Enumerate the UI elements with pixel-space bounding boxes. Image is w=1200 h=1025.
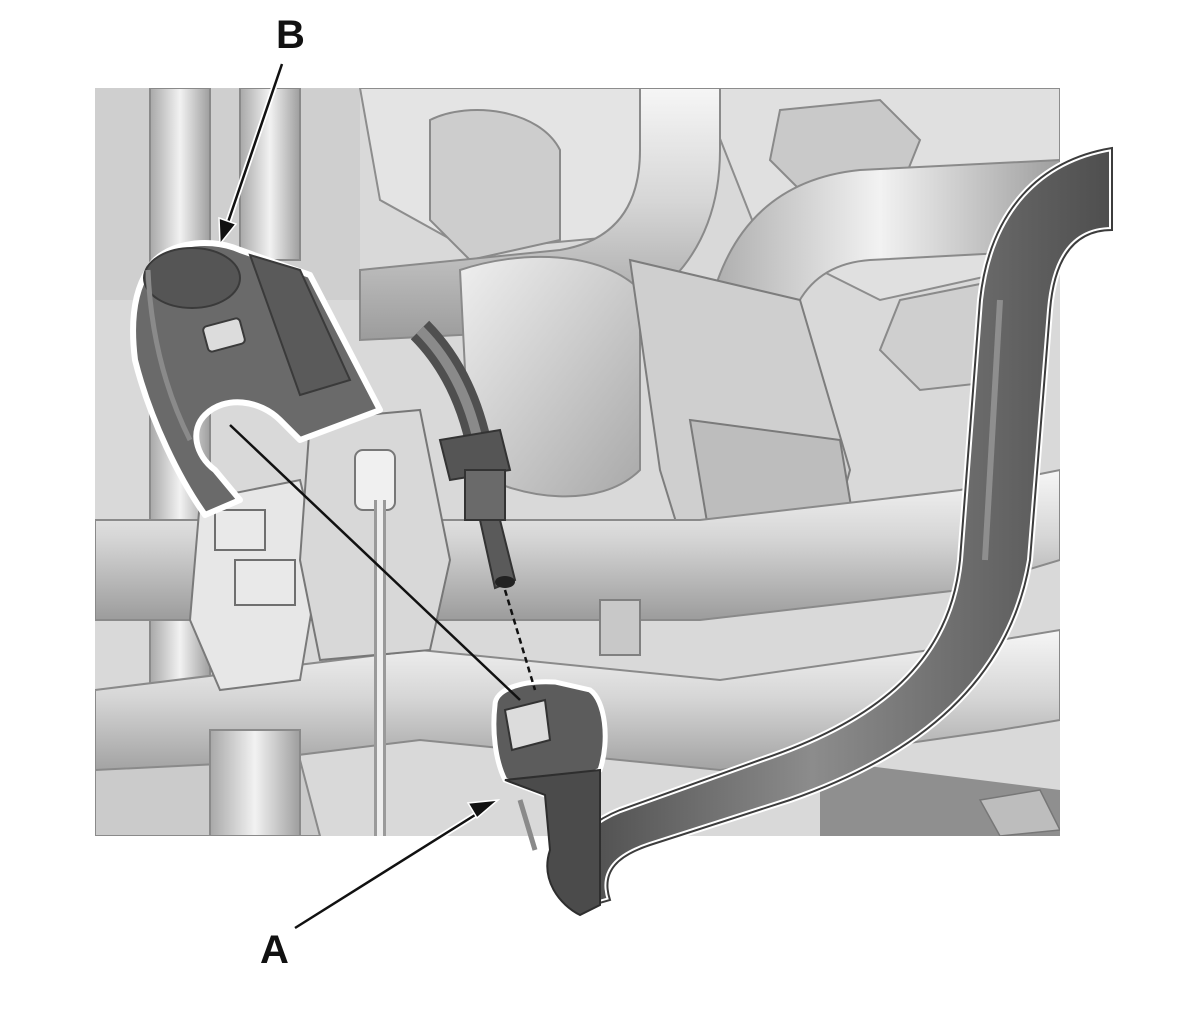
quick-connector-a <box>491 679 608 917</box>
callout-b-label: B <box>276 13 305 57</box>
retaining-clip-b <box>130 240 383 518</box>
callout-a-arrowhead <box>466 799 501 820</box>
callout-a-label: A <box>260 928 289 972</box>
callout-a-leader <box>293 799 501 931</box>
callout-b-arrowhead <box>218 216 238 247</box>
callout-b-leader <box>218 63 285 247</box>
alignment-lines <box>229 424 537 701</box>
